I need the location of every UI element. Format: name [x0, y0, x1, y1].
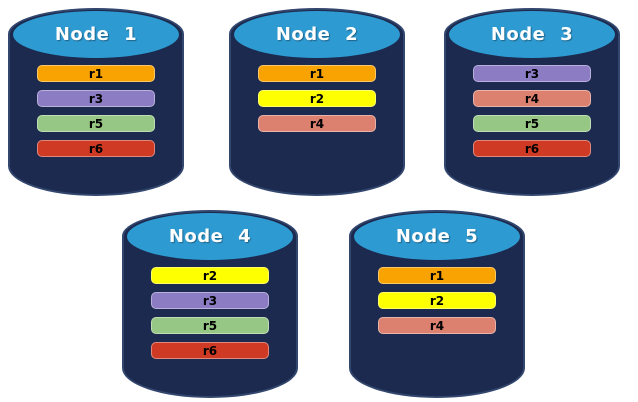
replica-bar-r3: r3 [37, 90, 155, 107]
replica-bar-list: r2 r3 r5 r6 [151, 267, 269, 359]
replica-bar-r4: r4 [378, 317, 496, 334]
node-cylinder-4: Node 4 r2 r3 r5 r6 [122, 210, 298, 398]
node-cylinder-1: Node 1 r1 r3 r5 r6 [8, 8, 184, 196]
replica-bar-r2: r2 [258, 90, 376, 107]
replica-bar-r1: r1 [37, 65, 155, 82]
cylinder-top-ellipse: Node 4 [127, 213, 293, 260]
cylinder-top-ellipse: Node 3 [449, 11, 615, 58]
cylinder-top-ellipse: Node 1 [13, 11, 179, 58]
node-cylinder-5: Node 5 r1 r2 r4 [349, 210, 525, 398]
node-cylinder-2: Node 2 r1 r2 r4 [229, 8, 405, 196]
replica-bar-r3: r3 [473, 65, 591, 82]
replica-bar-list: r1 r2 r4 [258, 65, 376, 132]
replica-bar-list: r3 r4 r5 r6 [473, 65, 591, 157]
replica-bar-r5: r5 [151, 317, 269, 334]
cylinder-top-ellipse: Node 5 [354, 213, 520, 260]
replica-bar-r4: r4 [473, 90, 591, 107]
replica-bar-r4: r4 [258, 115, 376, 132]
replica-bar-r2: r2 [151, 267, 269, 284]
replica-bar-r1: r1 [378, 267, 496, 284]
node-label: Node 3 [490, 24, 574, 45]
node-label: Node 1 [54, 24, 138, 45]
replica-bar-r5: r5 [473, 115, 591, 132]
replica-bar-list: r1 r3 r5 r6 [37, 65, 155, 157]
replica-bar-r5: r5 [37, 115, 155, 132]
replica-bar-list: r1 r2 r4 [378, 267, 496, 334]
node-label: Node 4 [168, 226, 252, 247]
replica-bar-r6: r6 [151, 342, 269, 359]
node-label: Node 5 [395, 226, 479, 247]
replica-bar-r3: r3 [151, 292, 269, 309]
replica-bar-r1: r1 [258, 65, 376, 82]
replica-bar-r6: r6 [37, 140, 155, 157]
replica-bar-r6: r6 [473, 140, 591, 157]
node-label: Node 2 [275, 24, 359, 45]
cylinder-top-ellipse: Node 2 [234, 11, 400, 58]
node-cylinder-3: Node 3 r3 r4 r5 r6 [444, 8, 620, 196]
replica-bar-r2: r2 [378, 292, 496, 309]
